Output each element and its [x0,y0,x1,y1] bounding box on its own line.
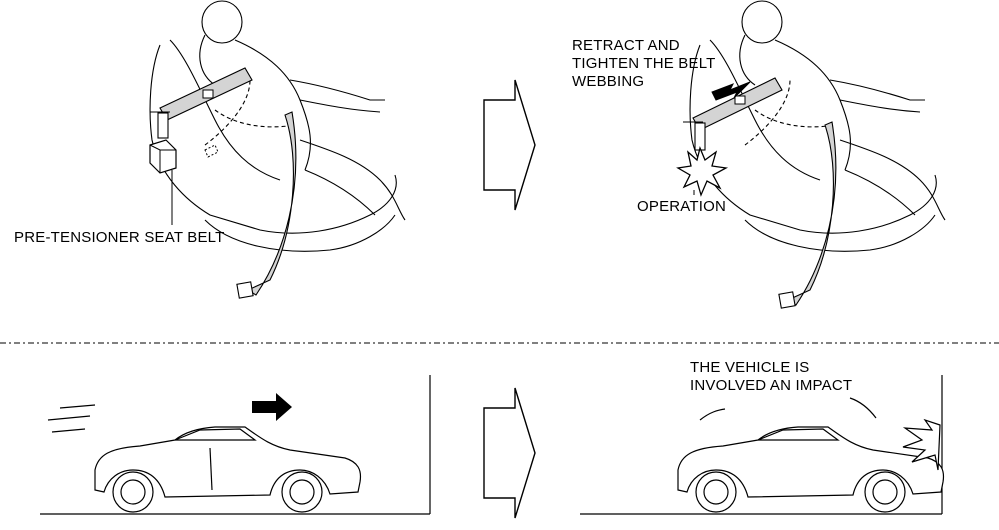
retract-label-line1: RETRACT AND [572,37,680,54]
transition-arrow-icon [483,79,536,211]
car-moving [40,375,431,515]
transition-arrow-icon [483,387,536,519]
seat-diagram-left [149,0,406,299]
impact-label-line1: THE VEHICLE IS [690,359,810,376]
car-impact [580,375,945,515]
operation-label: OPERATION [637,198,727,215]
pretensioner-label: PRE-TENSIONER SEAT BELT [14,229,225,246]
explosion-icon [676,145,729,197]
impact-label-line2: INVOLVED AN IMPACT [690,377,853,394]
retract-label-line3: WEBBING [572,73,645,90]
direction-arrow-icon [252,393,292,421]
belt-pull-arrow-icon [711,81,751,101]
impact-burst-icon [902,418,941,471]
seat-diagram-right [676,0,946,309]
retract-label-line2: TIGHTEN THE BELT [572,55,716,72]
